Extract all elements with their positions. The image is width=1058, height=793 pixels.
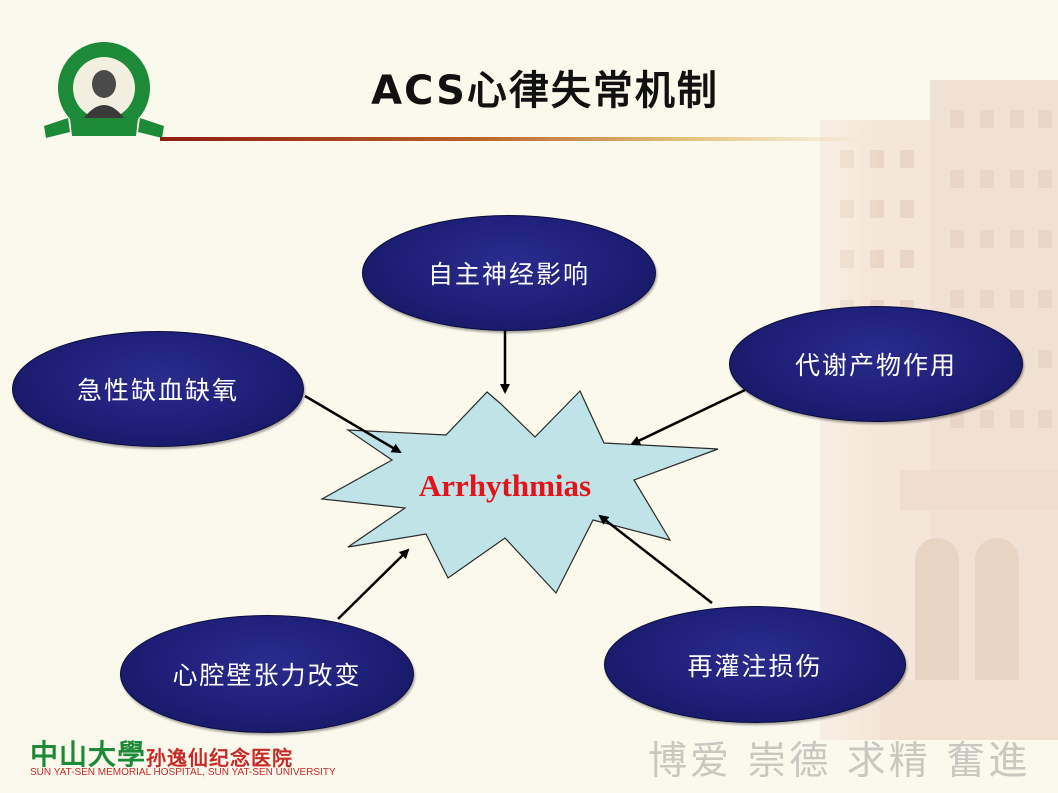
footer-english-name: SUN YAT-SEN MEMORIAL HOSPITAL, SUN YAT-S…: [30, 767, 336, 778]
title-underline: [160, 137, 860, 141]
hospital-motto: 博爱 崇德 求精 奮進: [648, 739, 1031, 784]
arrow-bottom-left: [337, 548, 410, 620]
node-acute-ischemia-hypoxia: 急性缺血缺氧: [12, 331, 304, 447]
node-metabolite-effect: 代谢产物作用: [729, 306, 1023, 422]
arrow-right: [630, 388, 746, 446]
node-reperfusion-injury: 再灌注损伤: [604, 606, 906, 723]
arrow-bottom-right: [598, 514, 713, 604]
arrow-left: [304, 394, 402, 454]
footer-hospital-name: 孙逸仙纪念医院: [146, 746, 293, 770]
center-label-arrhythmias: Arrhythmias: [418, 468, 592, 503]
footer-university-name: 中山大學: [30, 738, 147, 771]
node-chamber-wall-tension: 心腔壁张力改变: [120, 615, 414, 733]
slide-title: ACS心律失常机制: [371, 68, 719, 114]
arrhythmia-burst-shape: [320, 389, 719, 595]
hospital-logo-seal: [44, 42, 164, 138]
node-autonomic-nerve: 自主神经影响: [362, 215, 656, 331]
